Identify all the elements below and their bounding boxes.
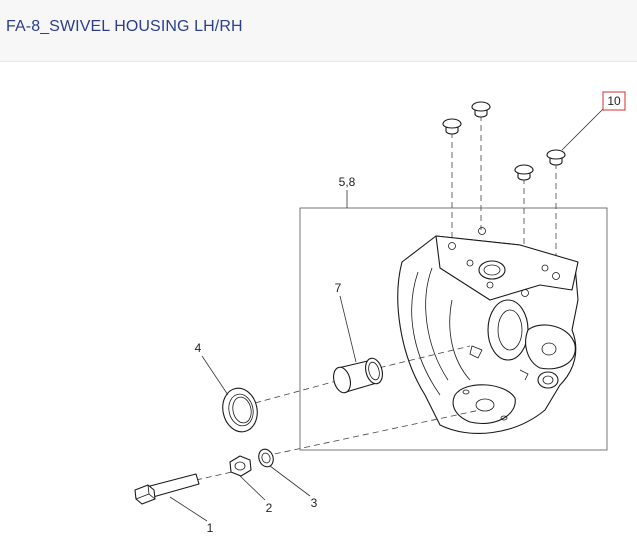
bolt[interactable] [134,473,200,505]
grease-nipple-2[interactable] [471,101,491,118]
callout-5-8[interactable]: 5,8 [339,175,356,189]
callout-1[interactable]: 1 [207,521,214,535]
grease-nipple-3[interactable] [514,164,534,181]
page-title: FA-8_SWIVEL HOUSING LH/RH [6,18,243,35]
swivel-housing[interactable] [397,227,579,434]
page-header: FA-8_SWIVEL HOUSING LH/RH [0,0,637,62]
callout-10[interactable]: 10 [607,94,621,108]
bushing[interactable] [331,356,385,394]
callout-7[interactable]: 7 [335,281,342,295]
grease-nipple-1[interactable] [442,118,462,135]
callout-2[interactable]: 2 [266,501,273,515]
grease-nipple-4[interactable] [546,149,566,166]
nut[interactable] [229,455,252,477]
seal-ring[interactable] [219,385,261,435]
washer[interactable] [256,447,275,469]
exploded-parts-diagram: 10 5,8 7 4 1 2 3 [134,91,626,535]
housing-group-frame [299,207,608,451]
callout-3[interactable]: 3 [311,496,318,510]
callout-10-box [602,91,626,111]
callout-4[interactable]: 4 [195,341,202,355]
